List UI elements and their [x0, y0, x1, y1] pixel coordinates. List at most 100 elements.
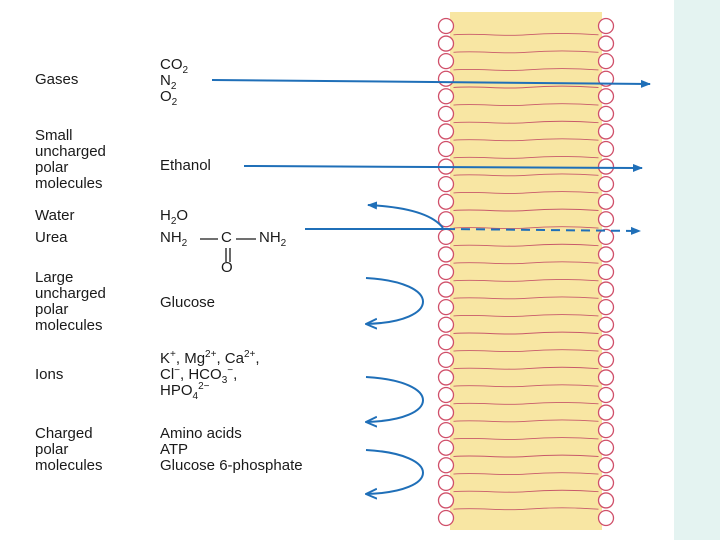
molecule-n2: N2 — [160, 72, 177, 92]
urea-nh2-left: NH2 — [160, 229, 188, 249]
phospholipid-head — [437, 193, 455, 210]
molecule-o2: O2 — [160, 88, 178, 108]
lipid-tail — [453, 384, 599, 388]
phospholipid-head — [437, 351, 455, 369]
phospholipid-head — [597, 421, 615, 439]
phospholipid-head — [597, 281, 615, 298]
molecule-amino-acids: Amino acids — [160, 425, 242, 442]
phospholipid-head — [437, 52, 455, 70]
phospholipid-head — [597, 386, 615, 404]
lipid-tail — [453, 120, 599, 124]
phospholipid-head — [437, 140, 455, 158]
lipid-tail — [453, 278, 599, 282]
ions-line-1: K+, Mg2+, Ca2+, — [160, 349, 260, 367]
urea-nh2-right: NH2 — [259, 229, 287, 249]
phospholipid-head — [597, 140, 615, 158]
phospholipid-heads — [437, 17, 615, 527]
lipid-tail — [453, 67, 599, 71]
lipid-tail — [453, 103, 599, 107]
phospholipid-head — [437, 35, 455, 52]
phospholipid-head — [597, 17, 615, 35]
lipid-tail — [453, 173, 599, 177]
phospholipid-head — [597, 123, 615, 140]
phospholipid-head — [597, 263, 615, 281]
molecule-co2: CO2 — [160, 56, 189, 76]
phospholipid-head — [597, 193, 615, 210]
lipid-tail — [453, 190, 599, 194]
lipid-tail — [453, 138, 599, 142]
phospholipid-head — [597, 228, 615, 246]
lipid-tail — [453, 208, 599, 212]
molecule-glucose: Glucose — [160, 294, 216, 311]
phospholipid-head — [597, 457, 615, 474]
lipid-tail — [453, 261, 599, 265]
phospholipid-head — [597, 351, 615, 369]
phospholipid-head — [597, 105, 615, 123]
gases-arrow — [211, 79, 651, 88]
phospholipid-head — [597, 298, 615, 316]
phospholipid-head — [597, 369, 615, 386]
water-arrow-cross — [445, 226, 641, 235]
arrows — [211, 79, 651, 494]
phospholipid-head — [597, 70, 615, 87]
lipid-tail — [453, 507, 599, 511]
phospholipid-head — [597, 316, 615, 333]
urea-carbon: C — [221, 229, 232, 246]
phospholipid-head — [437, 316, 455, 333]
lipid-tail — [453, 419, 599, 423]
phospholipid-head — [597, 175, 615, 193]
lipid-tail — [453, 366, 599, 370]
phospholipid-head — [437, 439, 455, 456]
phospholipid-head — [597, 158, 615, 175]
phospholipid-head — [437, 509, 455, 527]
phospholipid-head — [437, 263, 455, 281]
phospholipid-head — [437, 404, 455, 421]
phospholipid-head — [437, 457, 455, 474]
molecule-ethanol: Ethanol — [160, 157, 211, 174]
phospholipid-head — [597, 246, 615, 263]
phospholipid-head — [437, 88, 455, 105]
lipid-tail — [453, 472, 599, 476]
lipid-tail — [453, 349, 599, 353]
phospholipid-head — [597, 52, 615, 70]
lipid-tail — [453, 32, 599, 36]
lipid-tail — [453, 243, 599, 247]
phospholipid-head — [597, 35, 615, 52]
lipid-tail — [453, 50, 599, 54]
category-urea: Urea — [35, 229, 68, 246]
phospholipid-head — [597, 509, 615, 527]
phospholipid-head — [437, 369, 455, 386]
lipid-tail — [453, 85, 599, 89]
side-panel — [674, 0, 720, 540]
phospholipid-head — [437, 334, 455, 351]
phospholipid-head — [437, 246, 455, 263]
lipid-tail — [453, 436, 599, 440]
glucose-rebound-arrow — [366, 277, 424, 324]
urea-oxygen: O — [221, 259, 233, 276]
category-gases: Gases — [35, 71, 79, 88]
phospholipid-head — [437, 175, 455, 193]
category-water: Water — [35, 207, 75, 224]
molecule-h2o: H2O — [160, 207, 189, 227]
molecule-atp: ATP — [160, 441, 189, 458]
phospholipid-head — [437, 70, 455, 87]
phospholipid-head — [437, 228, 455, 246]
lipid-bilayer — [437, 12, 615, 530]
lipid-tail — [453, 401, 599, 405]
molecule-glucose-6-phosphate: Glucose 6-phosphate — [160, 457, 303, 474]
ions-line-3: HPO42− — [160, 381, 210, 402]
phospholipid-head — [437, 281, 455, 298]
phospholipid-head — [597, 439, 615, 456]
phospholipid-head — [437, 474, 455, 492]
water-rebound-arrow — [367, 201, 444, 229]
phospholipid-head — [597, 404, 615, 421]
phospholipid-head — [437, 17, 455, 35]
lipid-tail — [453, 331, 599, 335]
lipid-tail — [453, 313, 599, 317]
phospholipid-head — [437, 123, 455, 140]
phospholipid-head — [597, 88, 615, 105]
